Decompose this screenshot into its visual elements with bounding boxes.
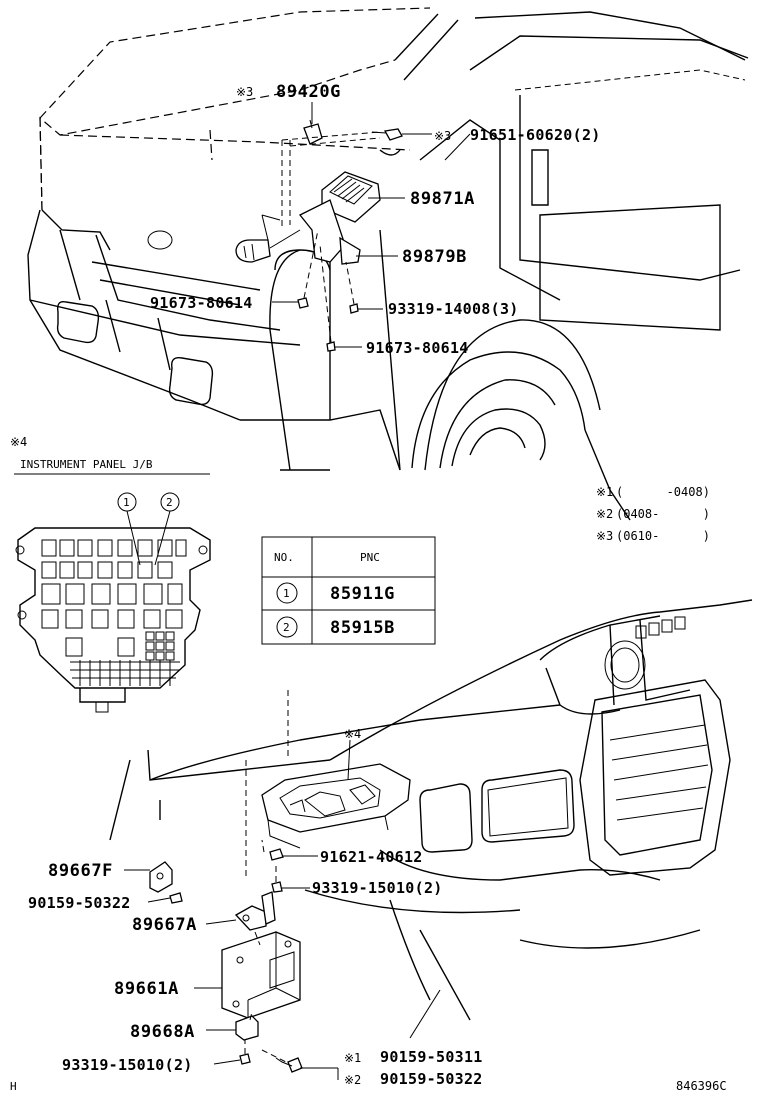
label-89667a: 89667A [132,915,197,935]
label-93319-14008: 93319-14008(3) [388,300,519,318]
label-89420g-mark: ※3 [236,85,253,99]
bottom-part-labels: ※4 89667F 90159-50322 91621-40612 93319-… [28,727,483,1088]
label-89667f: 89667F [48,861,113,881]
legend-range-3: (0610- ) [616,529,710,543]
junction-block-inset: ※4 INSTRUMENT PANEL J/B 1 2 [10,435,211,713]
label-89879b: 89879B [402,247,467,267]
illustration-number: 846396C [676,1079,727,1093]
label-dash-jb-mark: ※4 [344,727,361,741]
label-90159-50311: 90159-50311 [380,1048,483,1066]
yaw-rate-sensor-assembly [235,119,403,352]
legend-mark-3: ※3 [596,529,613,543]
jb-title: INSTRUMENT PANEL J/B [20,458,153,471]
pnc-table: NO. PNC 1 85911G 2 85915B [261,536,436,645]
legend-mark-1: ※1 [596,485,613,499]
footer-left-code: H [10,1080,17,1093]
jb-mark: ※4 [10,435,27,449]
label-91673-80614-b: 91673-80614 [366,339,469,357]
label-90159-50322-a: 90159-50322 [28,894,131,912]
truck-cab-illustration [27,7,749,521]
top-leader-lines [272,102,471,348]
label-91621-40612: 91621-40612 [320,848,423,866]
label-91651-mark: ※3 [434,129,451,143]
ecu-and-brackets [149,763,411,1073]
label-89668a: 89668A [130,1022,195,1042]
label-91651-60620: 91651-60620(2) [470,126,601,144]
label-89871a: 89871A [410,189,475,209]
label-89661a: 89661A [114,979,179,999]
label-91673-80614-a: 91673-80614 [150,294,253,312]
top-part-labels: ※3 89420G ※3 91651-60620(2) 89871A 89879… [150,82,601,357]
legend-range-2: (0408- ) [616,507,710,521]
table-header-no: NO. [274,551,294,564]
table-row-1-pnc: 85911G [330,584,395,604]
jb-callout-2: 2 [166,496,173,509]
label-93319-15010-b: 93319-15010(2) [62,1056,193,1074]
table-row-2-no: 2 [283,621,290,634]
dashboard-illustration [109,599,753,1021]
table-header-pnc: PNC [360,551,380,564]
label-90159-50322-b: 90159-50322 [380,1070,483,1088]
label-90159-50311-mark: ※1 [344,1051,361,1065]
legend-notes: ※1 ( -0408) ※2 (0408- ) ※3 (0610- ) [596,485,710,543]
label-93319-15010-a: 93319-15010(2) [312,879,443,897]
table-row-1-no: 1 [283,587,290,600]
label-89420g: 89420G [276,82,341,102]
legend-range-1: ( -0408) [616,485,710,499]
bottom-leader-lines [124,739,441,1080]
footer: H 846396C [10,1079,727,1093]
jb-callout-1: 1 [123,496,130,509]
legend-mark-2: ※2 [596,507,613,521]
label-90159-50322-b-mark: ※2 [344,1073,361,1087]
table-row-2-pnc: 85915B [330,618,395,638]
